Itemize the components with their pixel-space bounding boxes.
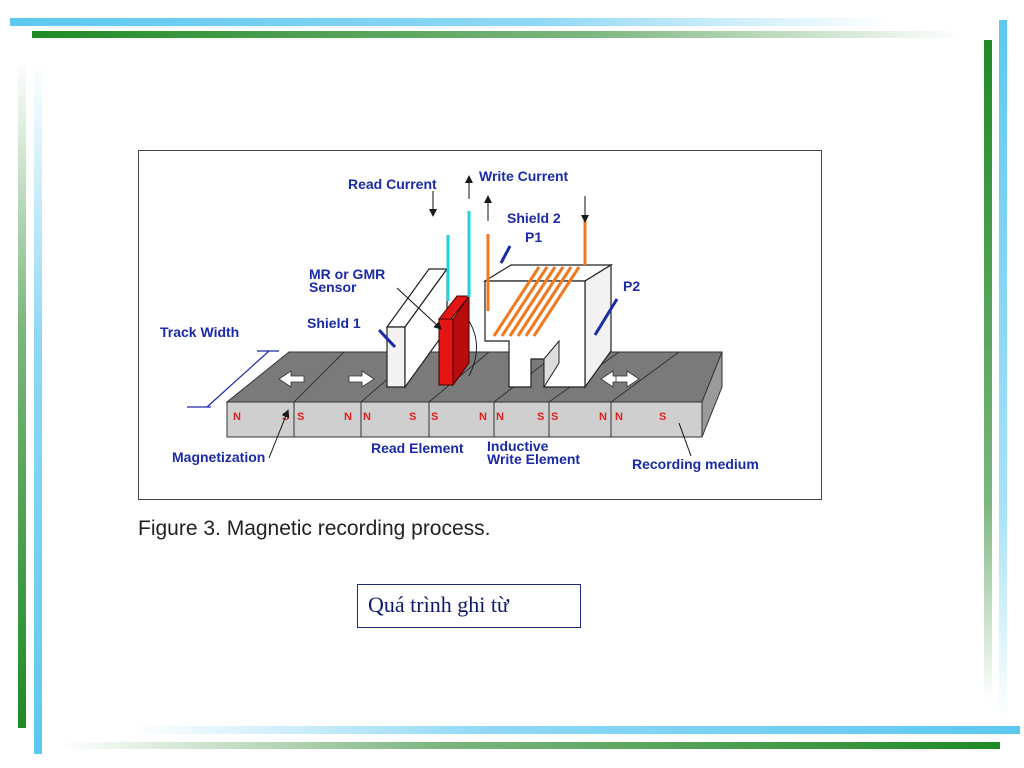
pole-label: N (615, 411, 623, 423)
write-coil (486, 215, 587, 337)
medium-side-face (701, 351, 723, 438)
right-cyan-bar (999, 20, 1007, 720)
label-track-width: Track Width (160, 324, 239, 340)
label-mr-sensor-2: Sensor (309, 279, 357, 295)
pole-label: S (659, 411, 666, 423)
medium-front-face (226, 401, 703, 438)
label-magnetization: Magnetization (172, 449, 265, 465)
pole-label: N (599, 411, 607, 423)
bottom-green-bar (60, 742, 1000, 749)
label-recording-medium: Recording medium (632, 456, 759, 472)
track-width-dimension (187, 350, 279, 408)
top-cyan-bar (10, 18, 890, 26)
label-read-element: Read Element (371, 440, 464, 456)
medium-front-dividers (293, 402, 612, 437)
pole-label: N (496, 411, 504, 423)
pole-label: N (479, 411, 487, 423)
pole-label: S (551, 411, 558, 423)
caption-box: Quá trình ghi từ (357, 584, 581, 628)
right-green-bar (984, 40, 992, 700)
pole-label: S (431, 411, 438, 423)
label-mr-sensor-1: MR or GMR (309, 266, 385, 282)
magnetization-arrows (278, 370, 640, 388)
figure-caption: Figure 3. Magnetic recording process. (138, 517, 491, 540)
label-shield2: Shield 2 (507, 210, 561, 226)
pole-label: N (344, 411, 352, 423)
label-p1: P1 (525, 229, 542, 245)
label-write-current: Write Current (479, 168, 569, 184)
pole-label: S (409, 411, 416, 423)
label-inductive-1: Inductive (487, 438, 549, 454)
leader-lines (268, 175, 692, 459)
left-green-bar (18, 60, 26, 728)
pole-label: S (297, 411, 304, 423)
read-gap-curve (468, 320, 477, 377)
label-inductive-2: Write Element (487, 451, 580, 467)
bottom-cyan-bar (130, 726, 1020, 734)
pole-label: N (363, 411, 371, 423)
left-cyan-bar (34, 60, 42, 754)
label-shield1: Shield 1 (307, 315, 361, 331)
label-p2: P2 (623, 278, 640, 294)
pole-label: N (233, 411, 241, 423)
top-green-bar (32, 31, 962, 38)
label-read-current: Read Current (348, 176, 437, 192)
pole-label: S (537, 411, 544, 423)
